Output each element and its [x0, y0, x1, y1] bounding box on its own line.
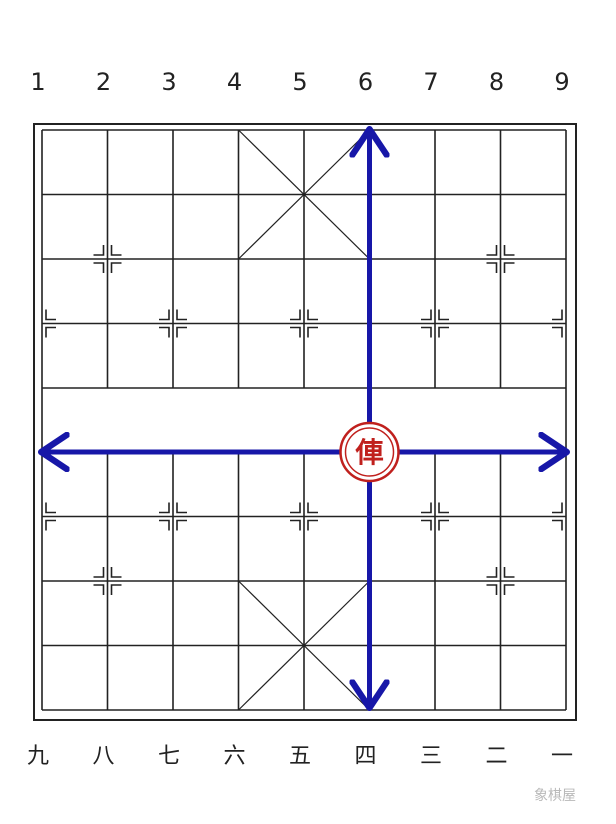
file-number-bottom: 七 — [158, 744, 180, 769]
file-number-bottom: 二 — [485, 744, 507, 769]
file-number-top: 7 — [423, 68, 438, 96]
palace-diagonal — [238, 580, 370, 711]
red-rook-piece[interactable]: 俥 — [339, 421, 400, 483]
file-number-top: 4 — [227, 68, 242, 96]
position-mark — [486, 567, 515, 595]
file-number-top: 2 — [96, 68, 111, 96]
position-mark — [552, 309, 563, 338]
file-number-bottom: 八 — [92, 744, 114, 769]
file-number-bottom: 五 — [289, 744, 311, 769]
piece-inner-ring — [344, 427, 395, 477]
watermark-text: 象棋屋 — [534, 788, 576, 804]
position-mark — [93, 245, 122, 273]
position-marks — [45, 245, 563, 595]
position-mark — [421, 502, 449, 531]
file-number-top: 6 — [358, 68, 373, 96]
file-number-bottom: 九 — [27, 744, 49, 769]
file-number-bottom: 三 — [420, 744, 442, 769]
file-number-bottom: 一 — [551, 744, 573, 769]
file-number-top: 9 — [554, 68, 569, 96]
position-mark — [486, 245, 515, 273]
position-mark — [290, 309, 318, 338]
file-number-top: 8 — [489, 68, 504, 96]
position-mark — [159, 502, 187, 531]
rook-move-arrows — [44, 132, 564, 705]
file-numbers-bottom: 九八七六五四三二一 — [27, 744, 573, 769]
piece-outer-ring — [339, 421, 400, 483]
palace-diagonals — [238, 129, 370, 711]
piece-label: 俥 — [354, 436, 383, 469]
position-mark — [290, 502, 318, 531]
position-mark — [45, 502, 56, 531]
position-mark — [552, 502, 563, 531]
file-number-top: 1 — [30, 68, 45, 96]
file-number-bottom: 六 — [223, 744, 245, 769]
position-mark — [159, 309, 187, 338]
position-mark — [93, 567, 122, 595]
file-number-top: 5 — [292, 68, 307, 96]
file-number-bottom: 四 — [354, 744, 376, 769]
board-frame — [33, 123, 577, 721]
position-mark — [45, 309, 56, 338]
board-grid — [41, 129, 567, 711]
file-numbers-top: 1 2 3 4 5 6 7 8 9 — [30, 68, 569, 96]
position-mark — [421, 309, 449, 338]
file-number-top: 3 — [161, 68, 176, 96]
palace-diagonal — [238, 129, 370, 260]
